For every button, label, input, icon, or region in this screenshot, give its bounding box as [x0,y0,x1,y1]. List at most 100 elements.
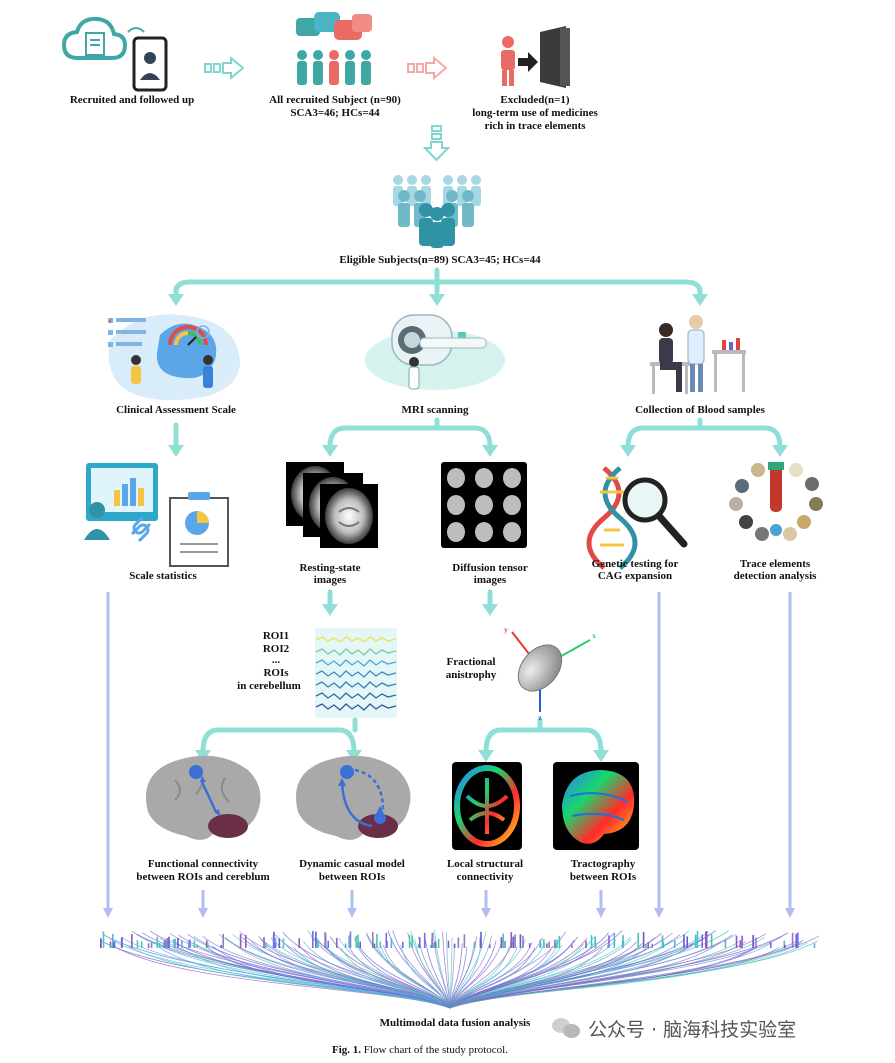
axis-label-x: x [592,632,596,640]
fusion-node [813,943,816,948]
label-lsc-2: connectivity [456,871,514,883]
fusion-node [480,931,482,948]
fusion-node [315,931,317,948]
fusion-node [150,942,153,948]
fusion-node [177,938,179,948]
fusion-node [637,932,639,948]
fusion-node [608,935,610,948]
label-all-recruited: All recruited Subject (n=90) [269,94,401,106]
fusion-node [357,934,359,948]
fusion-node [797,932,799,948]
teal-branch-arrows [173,267,703,299]
fusion-node [647,942,650,948]
fusion-node [543,939,545,948]
label-scale-stats: Scale statistics [129,570,197,582]
fusion-node [489,944,491,948]
fusion-node [686,936,688,948]
fusion-node [453,943,456,948]
fusion-node [113,942,115,948]
fusion-node [147,943,150,948]
fusion-link [449,930,623,1009]
fusion-node [282,938,285,948]
label-eligible: Eligible Subjects(n=89) SCA3=45; HCs=44 [339,254,541,266]
fusion-node [348,935,351,948]
fusion-node [585,940,587,948]
fusion-node [594,942,597,948]
label-dti-2: images [473,574,507,586]
label-fc-1: Functional connectivity [147,858,259,870]
blood-collection-illustration [650,315,746,394]
fusion-node [193,940,196,948]
fusion-node [739,940,742,948]
fusion-node [408,935,411,948]
fusion-node [504,940,506,948]
label-fusion: Multimodal data fusion analysis [379,1017,531,1029]
fusion-node [264,942,267,948]
svg-text:✓: ✓ [108,317,114,325]
label-tract-1: Tractography [570,858,636,870]
label-roi-dots: ... [271,654,281,666]
label-dti-1: Diffusion tensor [452,562,528,574]
fusion-node [411,935,413,948]
fusion-node [502,933,504,948]
teal-branch-arrows-4 [200,717,604,755]
dna-magnifier-icon [586,466,688,570]
fusion-node [385,932,388,948]
label-fa-2: anistrophy [445,669,497,681]
fusion-link [449,931,487,1009]
brain-dynamic-causal-model [296,755,411,840]
hollow-arrow-down-icon [422,125,451,162]
fusion-link [424,935,451,1009]
caption-text: Flow chart of the study protocol. [363,1044,508,1056]
fusion-node [324,932,326,948]
fusion-node [791,932,794,948]
label-excluded-reason-2: rich in trace elements [484,120,586,132]
fusion-node [136,940,139,948]
fusion-node [683,934,685,948]
fusion-node [651,943,653,948]
fusion-link [449,936,505,1009]
fusion-node [168,936,170,948]
fusion-node [158,943,161,948]
fusion-node [430,944,432,948]
fusion-node [642,932,645,948]
fusion-node [373,943,376,948]
fusion-node [755,937,757,948]
fusion-node [447,940,450,948]
label-genetic-1: Genetic testing for [591,558,679,570]
fusion-node [166,938,169,948]
fusion-node [376,933,378,948]
fusion-node [607,944,609,948]
label-in-cerebellum: in cerebellum [237,680,301,692]
label-excluded: Excluded(n=1) [500,94,570,106]
fusion-node [110,944,112,948]
watermark-text: 公众号 · 脑海科技实验室 [588,1018,797,1041]
fusion-node [510,932,513,948]
label-fa-1: Fractional [446,656,496,668]
fusion-node [528,943,531,948]
fusion-link [212,945,451,1009]
roi-time-series [315,628,397,718]
label-trace-2: detection analysis [733,570,817,582]
fusion-node [187,940,190,948]
fusion-link [449,930,690,1009]
fusion-node [372,942,374,948]
fusion-node [795,933,798,948]
local-structural-connectivity [452,762,522,850]
fusion-node [512,936,515,948]
label-trace-1: Trace elements [739,558,811,570]
fusion-node [673,940,676,948]
fusion-node [519,934,522,948]
label-dcm-1: Dynamic casual model [299,858,405,870]
fusion-node [327,940,329,948]
watermark: 公众号 · 脑海科技实验室 [552,1013,796,1043]
fusion-node [694,934,697,948]
fusion-node [181,940,183,948]
fusion-link [400,944,451,1009]
fusion-node [189,939,191,948]
blue-arrowheads [103,908,795,918]
fusion-node [434,941,437,948]
fusion-link [449,935,820,1009]
fusion-node [278,938,281,948]
